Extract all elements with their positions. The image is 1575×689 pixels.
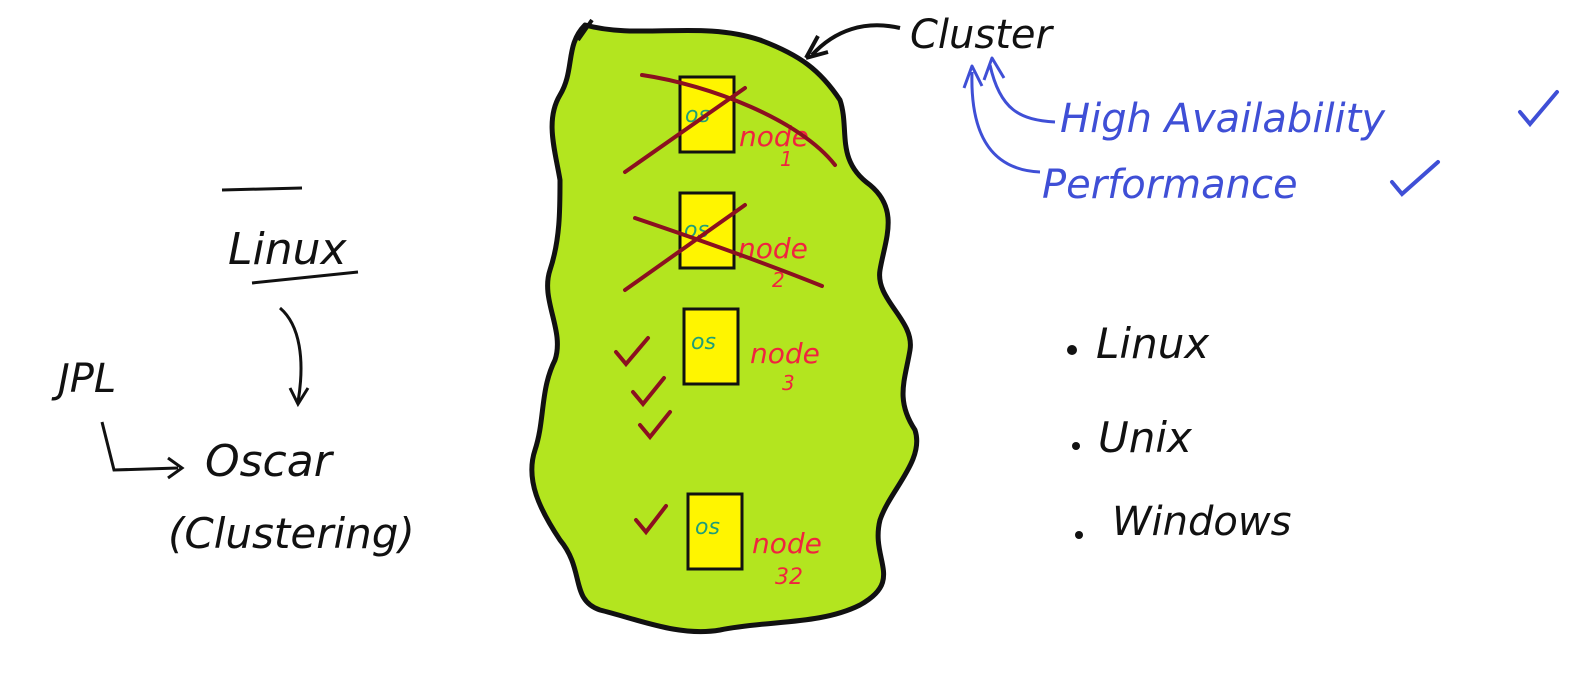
os-list-item-linux: Linux xyxy=(1096,319,1210,368)
arrow-head-icon xyxy=(288,387,310,408)
benefits: High Availability Performance xyxy=(962,56,1559,208)
node-3: os node 3 xyxy=(614,307,820,441)
node-32: os node 32 xyxy=(634,492,822,590)
cross-out-icon xyxy=(623,203,824,292)
bullet-dot-icon xyxy=(1072,442,1080,450)
arrow-head-icon xyxy=(167,456,185,480)
benefit-high-availability: High Availability xyxy=(1060,96,1386,142)
node-label: node xyxy=(752,527,822,560)
os-list: Linux Unix Windows xyxy=(1067,319,1291,545)
underline xyxy=(251,270,359,285)
node-number: 32 xyxy=(775,565,803,590)
benefit-performance: Performance xyxy=(1042,162,1298,208)
elbow-arrow xyxy=(100,421,179,472)
jpl-label: JPL xyxy=(51,356,116,402)
node-number: 2 xyxy=(772,268,785,292)
cluster-arrow-head xyxy=(804,35,829,60)
os-label: os xyxy=(691,330,716,355)
check-icon xyxy=(1390,160,1440,197)
arrow-head-icon xyxy=(962,56,1006,89)
os-box xyxy=(678,191,736,270)
linux-heading: Linux xyxy=(228,224,348,275)
benefit-arrow xyxy=(988,64,1056,124)
os-box xyxy=(686,492,744,571)
cluster-arrow xyxy=(810,23,901,57)
os-list-item-windows: Windows xyxy=(1112,499,1291,545)
cross-out-icon xyxy=(623,73,837,174)
oscar-label: Oscar xyxy=(205,436,335,487)
bullet-dot-icon xyxy=(1067,345,1077,355)
cluster-blob-tip xyxy=(576,18,594,42)
os-list-item-unix: Unix xyxy=(1098,413,1193,462)
benefit-arrow xyxy=(970,71,1041,174)
check-icon xyxy=(631,376,666,408)
node-label: node xyxy=(739,120,809,153)
left-notes: Linux JPL Oscar (Clustering) xyxy=(51,186,415,558)
node-label: node xyxy=(738,232,808,265)
down-arrow xyxy=(278,306,303,403)
bullet-dot-icon xyxy=(1075,531,1083,539)
check-icon xyxy=(638,410,672,441)
node-2: os node 2 xyxy=(623,191,824,292)
check-icon xyxy=(1518,90,1559,128)
node-number: 3 xyxy=(782,371,795,395)
node-number: 1 xyxy=(780,147,793,171)
clustering-label: (Clustering) xyxy=(168,509,415,558)
os-box xyxy=(682,307,740,386)
cluster-label: Cluster xyxy=(910,12,1055,58)
check-icon xyxy=(614,336,650,368)
node-1: os node 1 xyxy=(623,73,837,174)
node-label: node xyxy=(750,337,820,370)
check-icon xyxy=(634,504,668,536)
os-label: os xyxy=(695,515,720,540)
overline xyxy=(221,186,303,192)
